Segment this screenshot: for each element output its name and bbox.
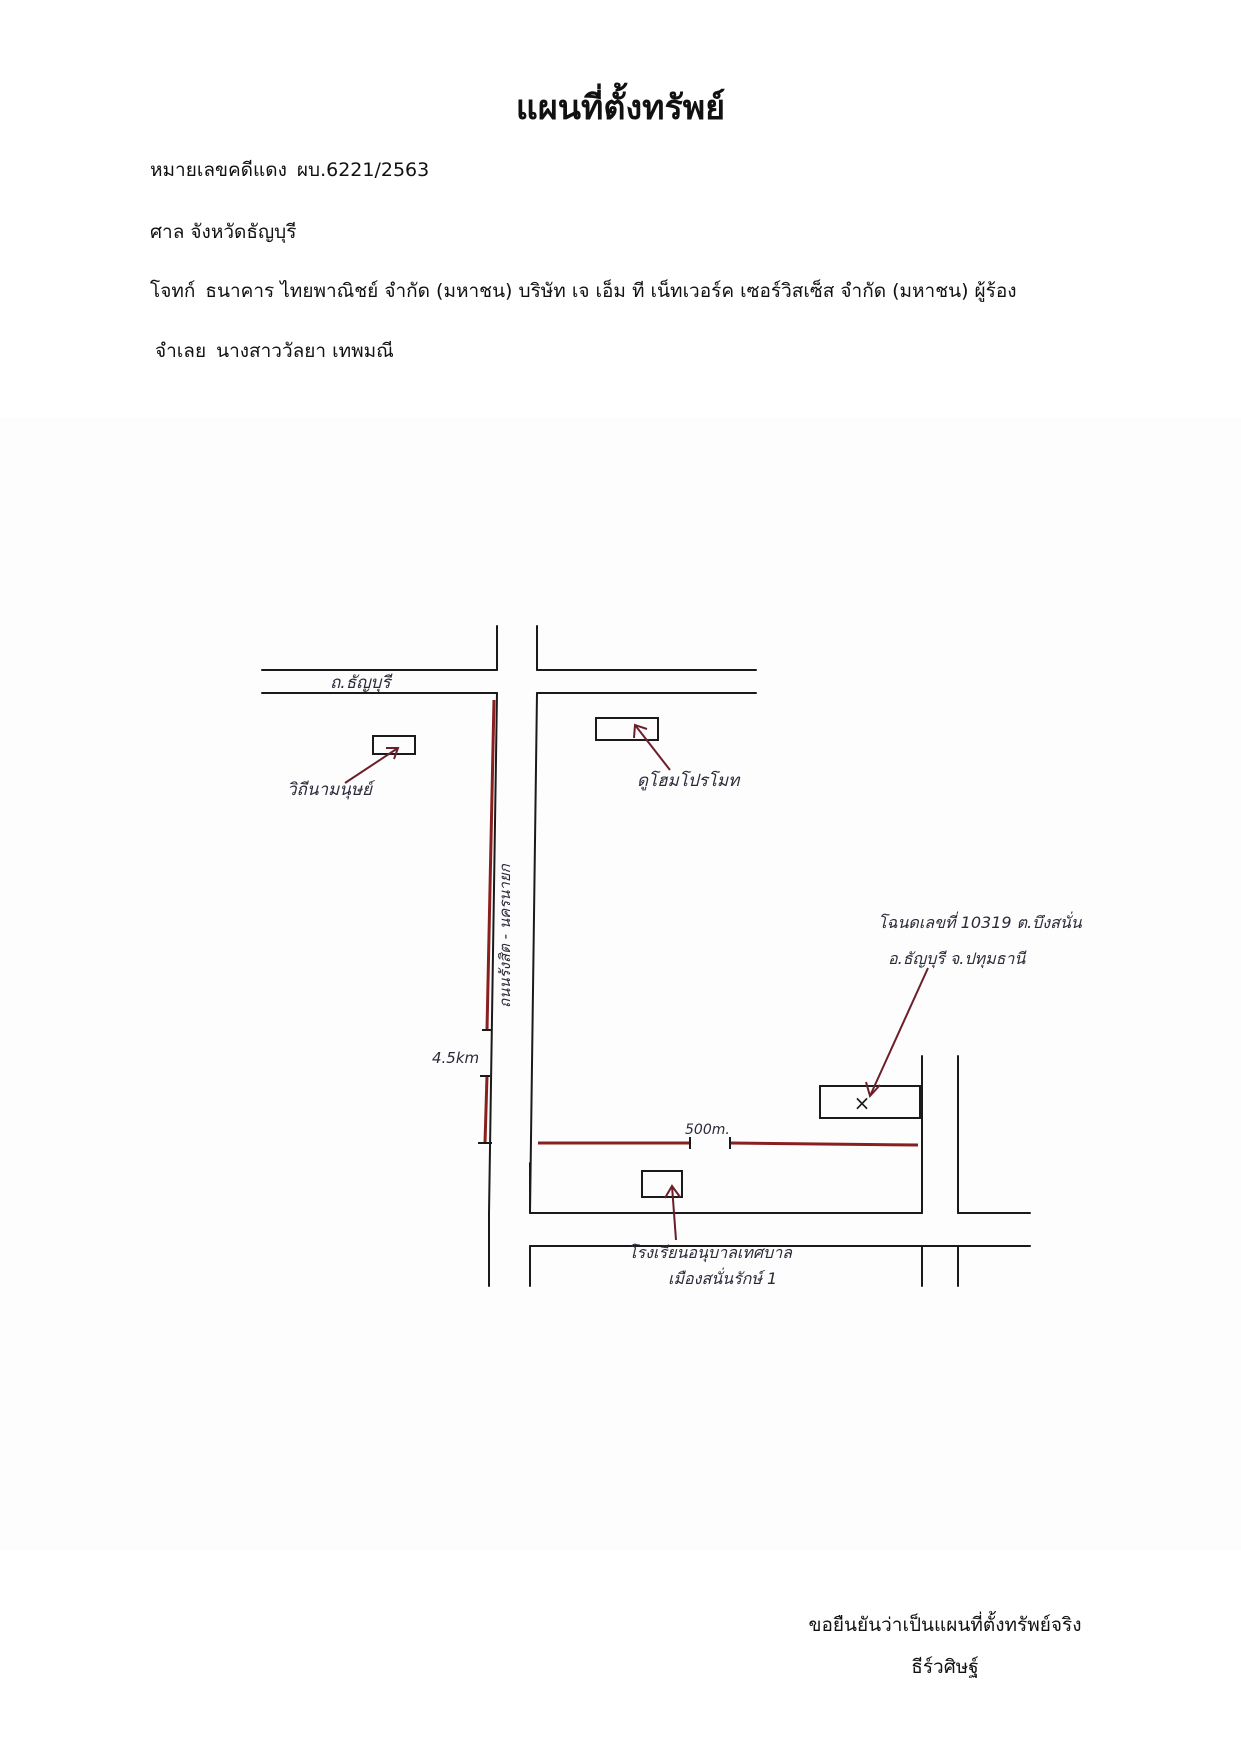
label-landmark-right: ดูโฮมโปรโมท — [637, 770, 741, 791]
arrow-property-head — [865, 1081, 881, 1099]
label-property-line2: อ.ธัญบุรี จ.ปทุมธานี — [888, 949, 1027, 969]
arrow-left-head — [386, 747, 400, 760]
label-distance-vertical: 4.5km — [432, 1049, 479, 1067]
label-road-vertical: ถนนรังสิต - นครนายก — [496, 863, 514, 1008]
court-line: ศาล จังหวัดธัญบุรี — [150, 221, 297, 243]
property-x-mark: × — [854, 1091, 871, 1115]
label-property-line1: โฉนดเลขที่ 10319 ต.บึงสนั่น — [878, 911, 1083, 932]
label-school-line1: โรงเรียนอนุบาลเทศบาล — [628, 1243, 793, 1263]
distance-line-vertical-upper — [485, 699, 496, 1031]
plaintiff-line: โจทก์ ธนาคาร ไทยพาณิชย์ จำกัด (มหาชน) บริ… — [150, 278, 1027, 304]
arrow-right-head — [633, 723, 648, 739]
plaintiff-names: ธนาคาร ไทยพาณิชย์ จำกัด (มหาชน) บริษัท เ… — [205, 280, 1017, 302]
arrow-property — [869, 967, 929, 1097]
property-plot — [819, 1085, 921, 1119]
arrow-school — [671, 1185, 677, 1241]
label-road-top: ถ.ธัญบุรี — [330, 673, 393, 693]
building-left — [372, 735, 416, 755]
document-title: แผนที่ตั้งทรัพย์ — [515, 88, 726, 128]
plaintiff-label: โจทก์ — [150, 280, 196, 302]
signer-name: ธีร์วศิษฐ์ — [911, 1656, 979, 1678]
road-vertical-left — [488, 692, 498, 1214]
distance-line-horizontal-right — [729, 1141, 919, 1147]
building-right — [595, 717, 659, 741]
case-number-label: หมายเลขคดีแดง — [150, 159, 287, 181]
arrow-left-landmark — [344, 747, 399, 784]
building-school — [641, 1170, 683, 1198]
case-number-line: หมายเลขคดีแดง ผบ.6221/2563 — [150, 157, 439, 183]
case-number-value: ผบ.6221/2563 — [296, 159, 430, 181]
map-background — [0, 418, 1241, 1550]
distance-line-vertical-lower — [483, 1075, 489, 1144]
label-school-line2: เมืองสนั่นรักษ์ 1 — [668, 1267, 777, 1288]
location-map: × ถ.ธัญบุรี วิถีนามนุษย์ ดูโฮมโปรโมท ถนน… — [0, 418, 1241, 1550]
label-landmark-left: วิถีนามนุษย์ — [287, 780, 376, 800]
defendant-line: จำเลย นางสาววัลยา เทพมณี — [155, 338, 404, 364]
defendant-name: นางสาววัลยา เทพมณี — [216, 340, 394, 362]
map-drawing: × ถ.ธัญบุรี วิถีนามนุษย์ ดูโฮมโปรโมท ถนน… — [0, 418, 1241, 1550]
road-vertical-right — [529, 692, 538, 1214]
confirmation-text: ขอยืนยันว่าเป็นแผนที่ตั้งทรัพย์จริง — [808, 1614, 1082, 1636]
arrow-right-landmark — [634, 724, 671, 771]
defendant-label: จำเลย — [155, 340, 207, 362]
label-distance-horizontal: 500m. — [685, 1122, 730, 1138]
arrow-school-head — [664, 1184, 681, 1199]
